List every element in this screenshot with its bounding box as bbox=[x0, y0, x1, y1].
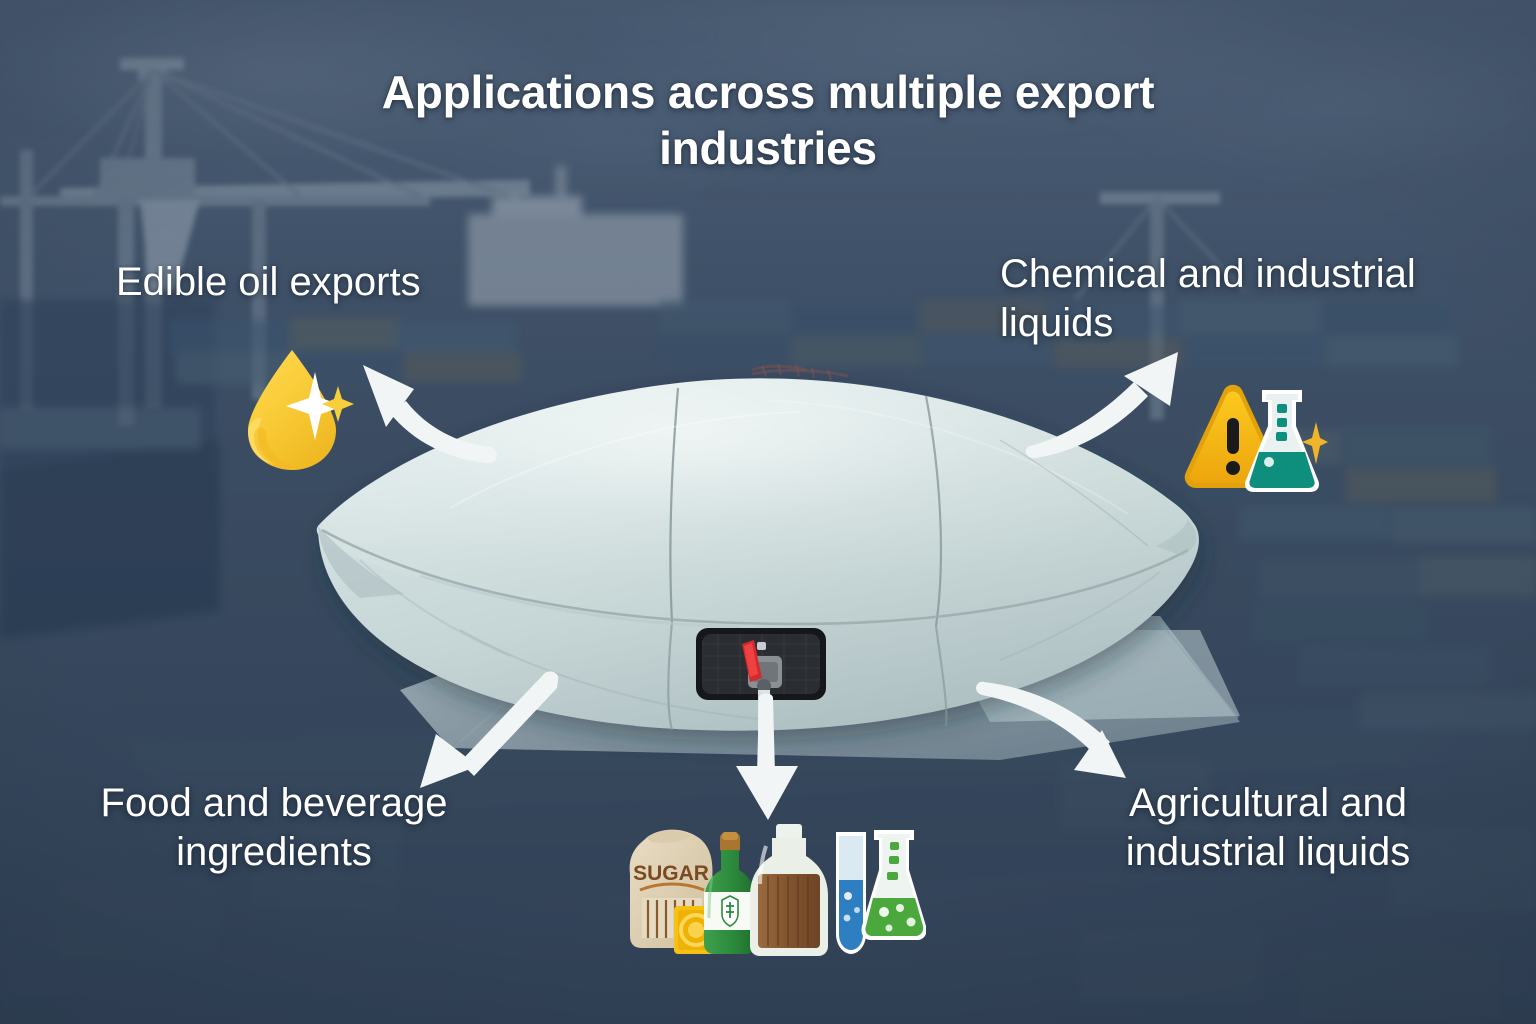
sugar-sack-label: SUGAR bbox=[633, 862, 709, 885]
sparkle-icon bbox=[286, 372, 354, 440]
callout-label-agricultural: Agricultural and industrial liquids bbox=[1078, 779, 1458, 877]
page-title-line-1: Applications across multiple export bbox=[381, 66, 1155, 118]
green-bottle-icon bbox=[704, 832, 756, 954]
flexitank-bag-image bbox=[316, 363, 1240, 760]
chemical-icon-group bbox=[1184, 384, 1328, 492]
erlenmeyer-flask-icon bbox=[1244, 390, 1320, 492]
oil-droplet-icon-group bbox=[248, 350, 354, 470]
flexitank-body bbox=[316, 378, 1199, 731]
syrup-bottle-icon bbox=[750, 824, 828, 956]
arrow-to-chemical bbox=[1025, 352, 1178, 459]
page-title: Applications across multiple export indu… bbox=[268, 64, 1268, 176]
callout-label-food-beverage: Food and beverage ingredients bbox=[64, 779, 484, 877]
callout-label-chemical-line-2: liquids bbox=[1000, 300, 1114, 345]
discharge-valve-panel bbox=[696, 628, 826, 700]
arrow-to-center-icons bbox=[736, 693, 798, 820]
arrow-to-food bbox=[420, 671, 559, 788]
food-beverage-icon-group: SUGAR bbox=[629, 824, 926, 956]
callout-label-food-beverage-line-2: ingredients bbox=[176, 829, 372, 874]
oil-droplet-icon bbox=[248, 350, 336, 470]
callout-label-chemical-line-1: Chemical and industrial bbox=[1000, 252, 1416, 296]
blue-test-tube-icon bbox=[836, 832, 866, 954]
callout-label-edible-oil-line-1: Edible oil exports bbox=[116, 260, 421, 304]
callout-label-edible-oil: Edible oil exports bbox=[116, 258, 516, 307]
callout-label-agricultural-line-2: industrial liquids bbox=[1125, 829, 1411, 874]
callout-label-chemical: Chemical and industrial liquids bbox=[1000, 250, 1500, 348]
arrow-to-agricultural bbox=[976, 681, 1126, 778]
flexitank-brand-print bbox=[751, 363, 849, 381]
page-title-line-2: industries bbox=[659, 122, 877, 175]
green-flask-icon bbox=[861, 830, 926, 940]
callout-label-food-beverage-line-1: Food and beverage bbox=[100, 781, 448, 825]
sparkle-icon bbox=[1302, 422, 1328, 464]
arrow-to-edible-oil bbox=[363, 365, 497, 463]
callout-label-agricultural-line-1: Agricultural and bbox=[1129, 781, 1407, 825]
